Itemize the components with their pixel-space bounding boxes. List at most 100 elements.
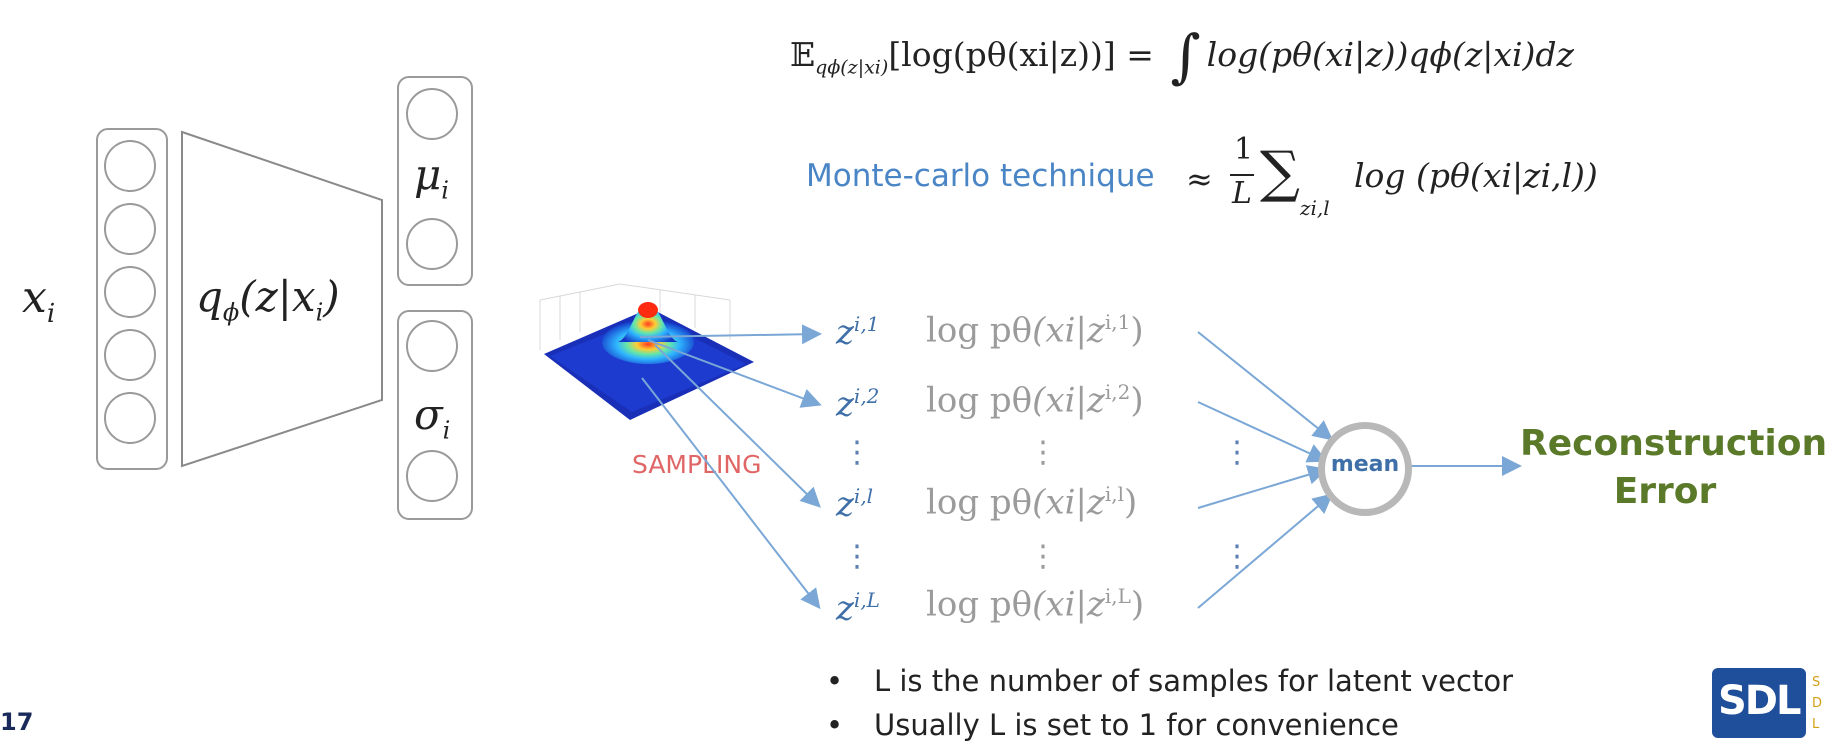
arrow-to-sample-1 [639,324,822,345]
sigma-neuron [406,320,458,372]
equation-lhs: [log(pθ(xi|z))] = [888,35,1154,74]
bullet-list: • L is the number of samples for latent v… [826,664,1513,752]
input-symbol: x [22,272,47,323]
integral-symbol: ∫ [1170,22,1201,90]
encoder-label: qϕ(z|xi) [196,272,340,326]
logo-letter-3: L [1812,717,1820,732]
mu-symbol: μ [414,150,442,199]
sum-subscript: zi,l [1300,196,1330,220]
vertical-dots-right-2: ⋮ [1222,539,1252,574]
log-term-sup: i,l [1104,482,1124,506]
log-term-sup: i,L [1104,584,1131,608]
log-term-func: log pθ [926,380,1033,421]
expectation-equation: 𝔼qϕ(z|xi)[log(pθ(xi|z))] = ∫log(pθ(xi|z)… [790,22,1574,90]
log-term-close: ) [1130,380,1144,421]
sample-z-2: zi,2 [836,384,879,424]
vertical-dots-log-2: ⋮ [1028,539,1058,574]
sample-z-L: zi,L [836,588,880,628]
vertical-dots-log-1: ⋮ [1028,435,1058,470]
bullet-dot: • [826,664,844,698]
reconstruction-error-label: Reconstruction Error [1520,420,1828,516]
vertical-dots-right-1: ⋮ [1222,435,1252,470]
log-term-arg: (xi|z [1032,584,1105,625]
sample-log-term-l: log pθ(xi|zi,l) [926,482,1137,522]
log-term-close: ) [1130,584,1145,625]
equation-rhs: log(pθ(xi|z))qϕ(z|xi)dz [1206,35,1574,74]
log-term-arg: (xi|z [1032,380,1105,421]
page-number: 17 [0,708,34,736]
z-symbol: z [836,384,854,425]
sample-z-1: zi,1 [836,312,879,352]
z-symbol: z [836,312,854,353]
arrow-to-sample-L [641,377,821,610]
surface-peak [618,302,678,342]
output-line-1: Reconstruction [1520,423,1828,464]
fraction-denominator: L [1232,176,1252,211]
mu-label: μi [414,150,449,204]
fraction-numerator: 1 [1234,132,1254,167]
z-superscript: i,2 [853,384,880,408]
log-term-sup: i,1 [1104,310,1131,334]
output-line-2: Error [1613,471,1717,512]
arrow-term2-to-mean [1197,401,1328,463]
arrow-term1-to-mean [1197,331,1334,441]
expectation-symbol: 𝔼 [790,35,816,74]
input-label: xi [22,272,55,329]
bullet-item: • L is the number of samples for latent v… [826,664,1513,708]
log-term-arg: (xi|z [1032,482,1105,523]
logo-letter-1: S [1812,675,1821,690]
input-neuron [104,140,156,192]
encoder-arg-sub: i [315,298,324,327]
mu-neuron [406,88,458,140]
gaussian-surface-plot [539,283,754,420]
bullet-item: • Usually L is set to 1 for convenience [826,708,1513,752]
sum-symbol: ∑ [1260,140,1300,205]
log-term-close: ) [1130,310,1144,351]
log-term-sup: i,2 [1104,380,1131,404]
encoder-arg: (z|x [239,272,316,321]
bullet-text-1: L is the number of samples for latent ve… [874,664,1513,698]
log-term-arg: (xi|z [1032,310,1105,351]
mu-neuron [406,218,458,270]
logo-text: SDL [1718,678,1801,724]
sample-log-term-1: log pθ(xi|zi,1) [926,310,1144,350]
bullet-dot: • [826,708,844,742]
arrow-to-sample-l [654,344,821,508]
input-neuron [104,329,156,381]
input-subscript: i [46,298,56,329]
input-neuron [104,266,156,318]
input-neuron [104,203,156,255]
sigma-symbol: σ [414,390,443,439]
input-neuron [104,392,156,444]
encoder-q: q [196,272,223,321]
sample-log-term-2: log pθ(xi|zi,2) [926,380,1144,420]
sigma-subscript: i [442,416,451,445]
arrow-to-sample-2 [647,339,822,408]
vertical-dots-z-2: ⋮ [842,539,872,574]
bullet-text-2: Usually L is set to 1 for convenience [874,708,1399,742]
mu-subscript: i [441,176,449,205]
encoder-arg-close: ) [323,272,340,321]
log-term-close: ) [1124,482,1138,523]
z-symbol: z [836,484,854,525]
log-term-func: log pθ [926,584,1033,625]
logo-side-letters: S D L [1812,672,1822,735]
sigma-neuron [406,450,458,502]
sample-log-term-L: log pθ(xi|zi,L) [926,584,1144,624]
z-superscript: i,1 [853,312,880,336]
log-term-func: log pθ [926,482,1033,523]
monte-carlo-rhs: log (pθ(xi|zi,l)) [1354,156,1598,195]
mean-label: mean [1330,452,1400,477]
z-superscript: i,L [853,588,880,612]
vertical-dots-z-1: ⋮ [842,435,872,470]
sampling-label: SAMPLING [632,450,762,479]
logo-letter-2: D [1812,696,1823,711]
arrow-termL-to-mean [1197,493,1334,609]
sdl-logo: SDL [1712,668,1806,738]
mean-node [1318,422,1412,516]
surface-grid [539,283,731,350]
expectation-subscript: qϕ(z|xi) [815,56,889,79]
encoder-phi: ϕ [222,298,240,327]
arrow-terml-to-mean [1197,465,1328,509]
